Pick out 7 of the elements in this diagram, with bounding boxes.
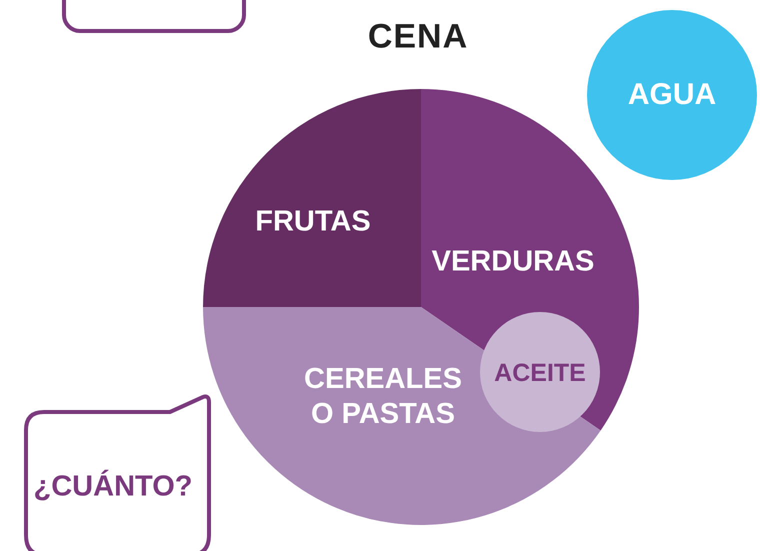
- food-label: FRUTAS: [255, 204, 371, 240]
- food-label: CEREALES O PASTAS: [303, 362, 463, 432]
- food-label: ¿CUÁNTO?: [34, 470, 192, 504]
- food-label: VERDURAS: [432, 244, 594, 280]
- food-label: ACEITE: [494, 358, 586, 388]
- title: CENA: [368, 16, 468, 58]
- food-label: AGUA: [628, 77, 716, 113]
